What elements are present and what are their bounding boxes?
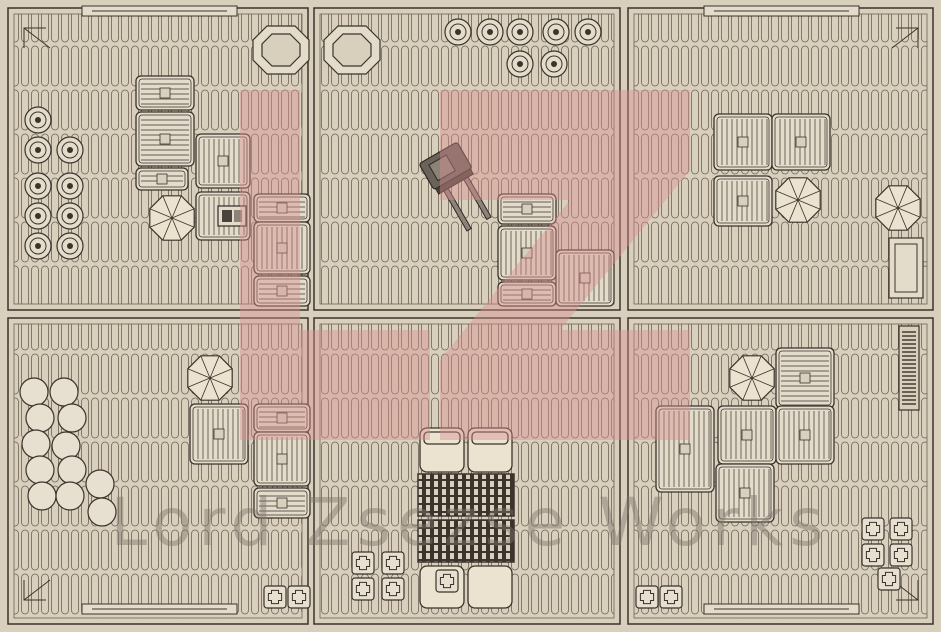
small-cart (217, 205, 247, 227)
crate (555, 249, 615, 307)
crate (253, 275, 311, 307)
crate (497, 193, 557, 225)
crate (775, 347, 835, 409)
barrel (55, 481, 85, 511)
forklift (419, 142, 492, 232)
spool (574, 18, 602, 46)
spool (56, 172, 84, 200)
crate (135, 75, 195, 111)
spool (24, 232, 52, 260)
crate (775, 405, 835, 465)
wall-rails (81, 5, 860, 615)
crate (713, 175, 773, 227)
spool (540, 50, 568, 78)
crate (497, 281, 557, 307)
spool (56, 232, 84, 260)
barrel (25, 455, 55, 485)
cross-box (263, 585, 287, 609)
umbrella-table (187, 355, 233, 401)
spool (56, 136, 84, 164)
crate (135, 111, 195, 167)
cable-spools (24, 106, 84, 260)
umbrella-table (149, 195, 195, 241)
spool (476, 18, 504, 46)
logo-letter-l (240, 90, 430, 440)
cross-box (877, 567, 901, 591)
barrel (27, 481, 57, 511)
spool (542, 18, 570, 46)
barrel (57, 455, 87, 485)
crate-stacks (135, 75, 835, 523)
octagon-pad (252, 25, 381, 75)
umbrella-table (775, 177, 821, 223)
cross-box (861, 543, 885, 567)
umbrella-table (729, 355, 775, 401)
barrel (21, 429, 51, 459)
crate (253, 193, 311, 223)
umbrella-tables (149, 177, 921, 401)
cross-box (287, 585, 311, 609)
spool (24, 172, 52, 200)
cross-box (659, 585, 683, 609)
spool (506, 18, 534, 46)
watermark-brand-text: Lord Zsezse Works (110, 484, 829, 561)
medical-cross-boxes (263, 517, 913, 609)
floor-grates (417, 473, 515, 563)
crate (253, 403, 311, 433)
crate (713, 113, 773, 171)
cross-box (889, 517, 913, 541)
barrel (49, 377, 79, 407)
cross-box (635, 585, 659, 609)
crate (253, 487, 311, 519)
barrel (25, 403, 55, 433)
cable-spools-top (444, 18, 602, 78)
barrel-cluster (19, 377, 117, 527)
spool (444, 18, 472, 46)
barrel (19, 377, 49, 407)
crate (715, 463, 775, 523)
barrel (87, 497, 117, 527)
cross-box (351, 577, 375, 601)
spool (24, 136, 52, 164)
crate (253, 221, 311, 275)
umbrella-table (875, 185, 921, 231)
vent-grill (898, 325, 920, 411)
watermark-logo (240, 90, 690, 440)
cross-box (889, 543, 913, 567)
crate (195, 133, 251, 189)
spool (24, 202, 52, 230)
crate (771, 113, 831, 171)
cross-box (435, 569, 459, 593)
crate (497, 225, 557, 281)
barrel (57, 403, 87, 433)
logo-letter-z (440, 90, 690, 440)
loading-pads (419, 427, 513, 609)
cross-box (381, 577, 405, 601)
crate (655, 405, 715, 493)
crate (189, 403, 249, 465)
crate (717, 405, 777, 465)
spool (506, 50, 534, 78)
spool (24, 106, 52, 134)
crate (135, 167, 189, 191)
supply-cart (888, 237, 924, 299)
cross-box (351, 551, 375, 575)
cross-box (381, 551, 405, 575)
cross-box (861, 517, 885, 541)
barrel (51, 431, 81, 461)
spool (56, 202, 84, 230)
crate (253, 431, 311, 487)
